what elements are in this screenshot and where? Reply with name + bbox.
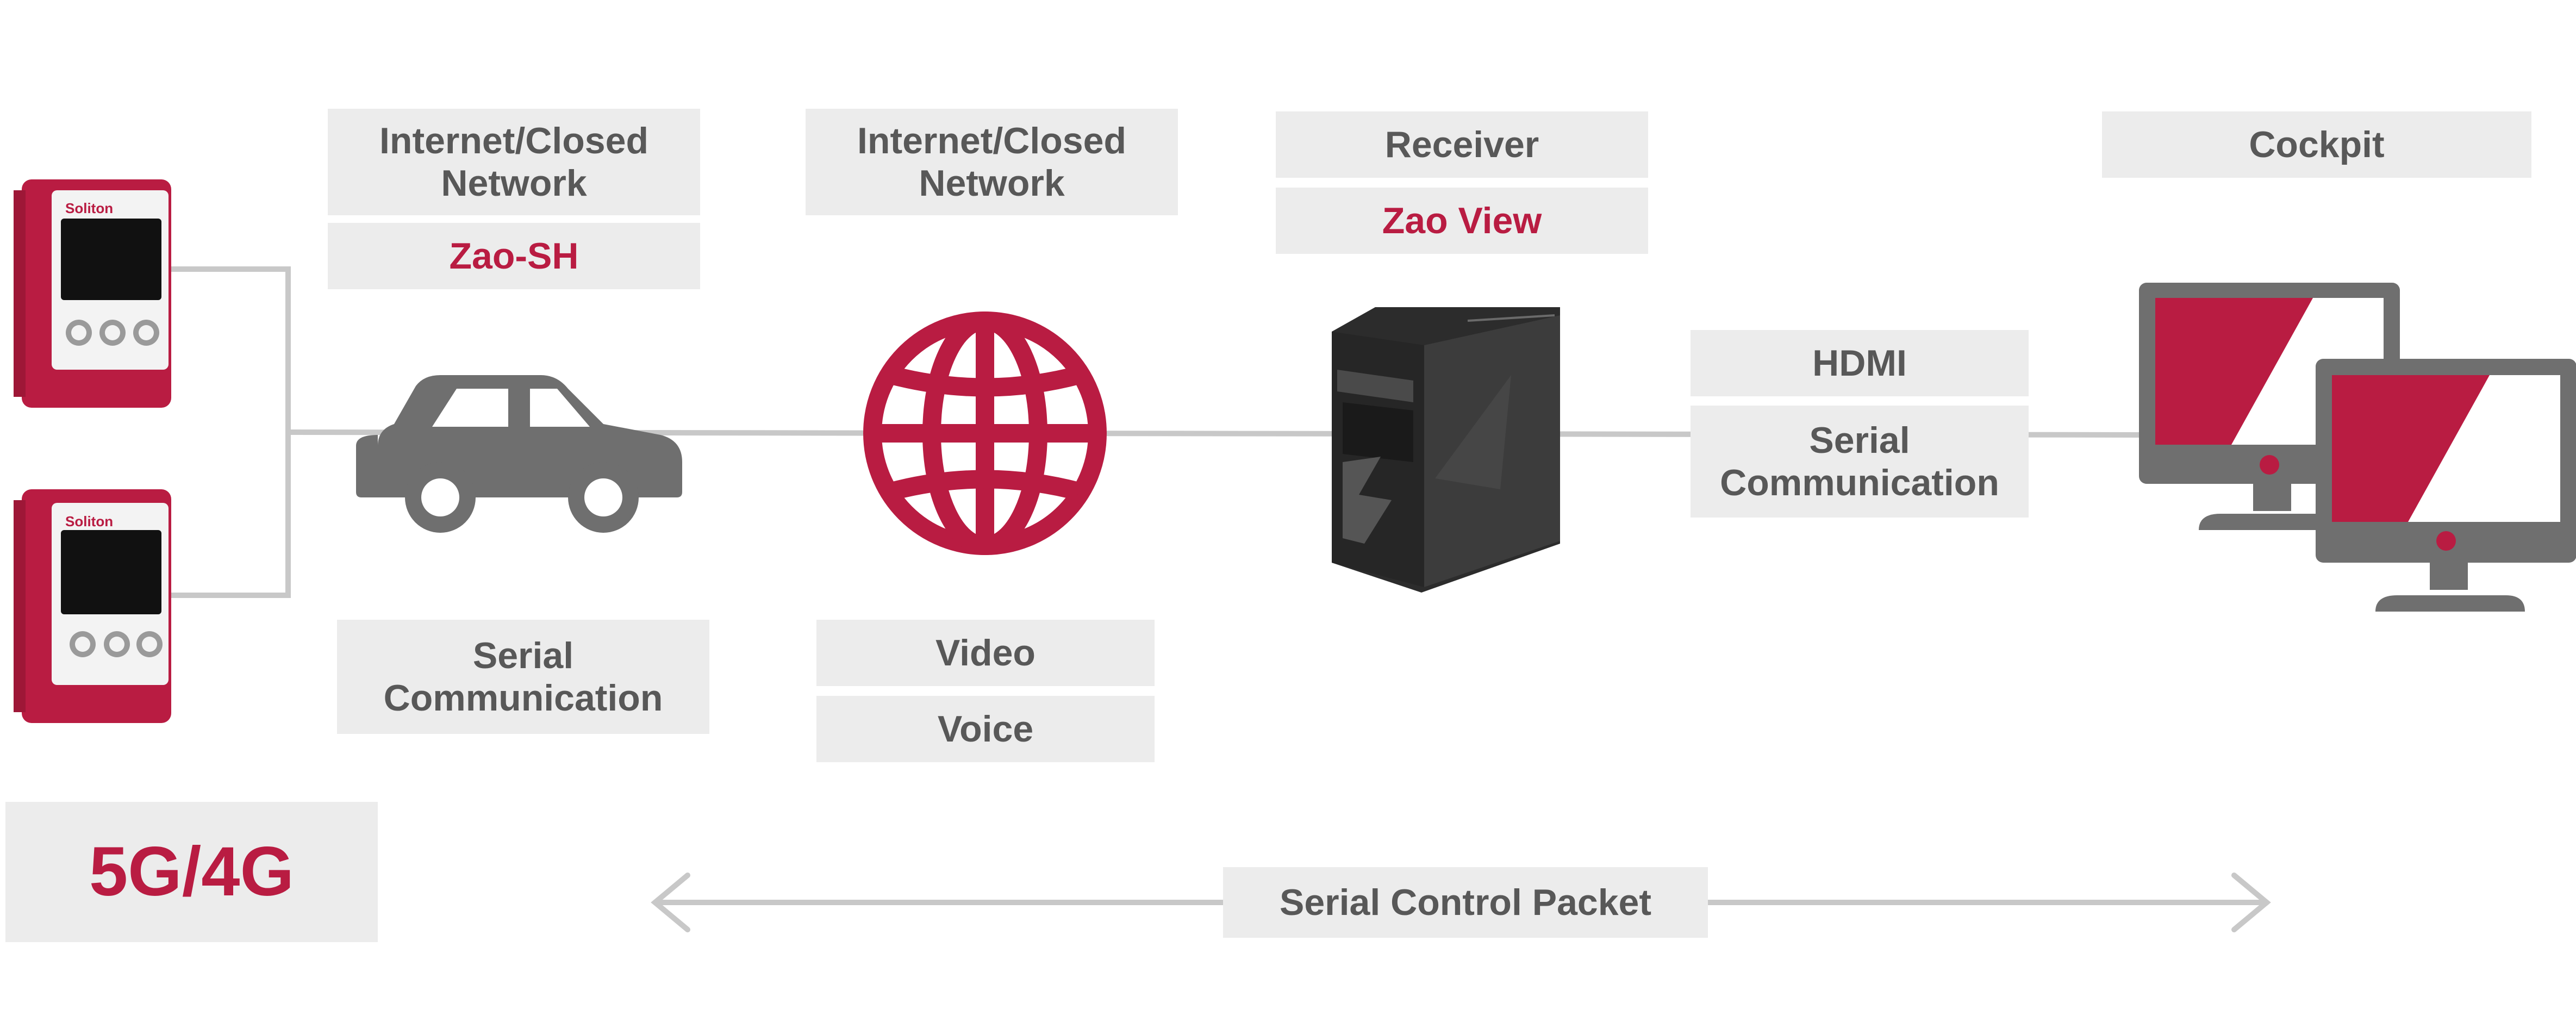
devices-bracket-line <box>169 266 291 598</box>
label-5g-4g: 5G/4G <box>5 802 378 942</box>
monitor-icon-front <box>2316 359 2576 612</box>
device-brand: Soliton <box>65 513 113 530</box>
globe-icon <box>863 312 1107 555</box>
transmitter-device-bottom: Soliton <box>14 489 171 723</box>
label-cockpit: Cockpit <box>2102 111 2531 178</box>
label-serial-communication-right: Serial Communication <box>1691 406 2029 518</box>
transmitter-device-top: Soliton <box>14 179 171 408</box>
label-receiver: Receiver <box>1276 111 1648 178</box>
device-brand: Soliton <box>65 200 113 216</box>
label-video: Video <box>816 620 1155 686</box>
pc-tower-icon <box>1332 307 1560 593</box>
label-network-1: Internet/Closed Network <box>328 109 700 215</box>
label-serial-communication-left: Serial Communication <box>337 620 709 734</box>
label-hdmi: HDMI <box>1691 330 2029 396</box>
label-zao-view: Zao View <box>1276 188 1648 254</box>
label-zao-sh: Zao-SH <box>328 223 700 289</box>
label-serial-control-packet: Serial Control Packet <box>1223 867 1708 938</box>
car-icon <box>356 375 682 533</box>
label-voice: Voice <box>816 696 1155 762</box>
label-network-2: Internet/Closed Network <box>806 109 1178 215</box>
